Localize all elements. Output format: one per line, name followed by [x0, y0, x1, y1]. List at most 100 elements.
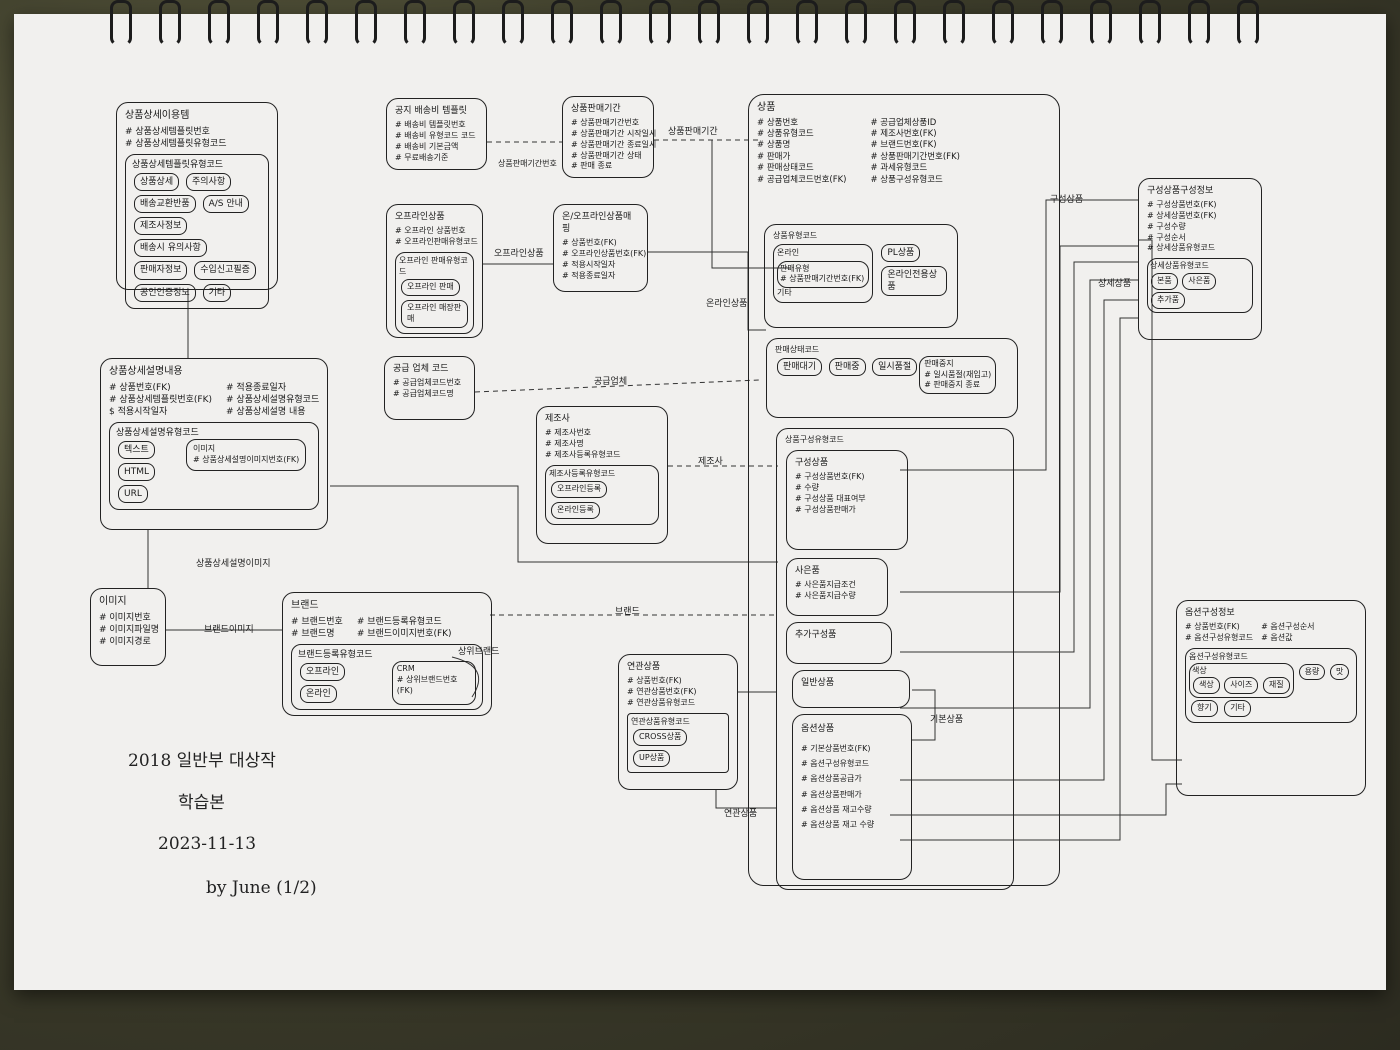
- attr: # 제조사번호(FK): [870, 128, 937, 139]
- attr: # 상위브랜드번호(FK): [396, 674, 458, 695]
- code-chip: 일시품절: [872, 357, 918, 376]
- spiral-ring: [649, 0, 671, 46]
- code-group-title: 제조사등록유형코드: [549, 468, 616, 478]
- entity-delivery-template: 공지 배송비 템플릿 # 배송비 템플릿번호 # 배송비 유형코드 코드 # 배…: [386, 98, 487, 170]
- attr: # 구성상품번호(FK): [795, 472, 865, 482]
- code-group-title: 판매상태코드: [775, 345, 820, 354]
- code-chip: 온라인등록: [551, 502, 600, 519]
- relation-label: 구성상품: [1050, 195, 1084, 205]
- attr: # 상품구성유형코드: [870, 174, 943, 185]
- attr: # 상품번호(FK): [109, 382, 171, 393]
- attr: # 상품상세설명 내용: [226, 406, 306, 417]
- attr: # 옵션구성순서: [1261, 622, 1315, 632]
- spiral-ring: [551, 0, 573, 46]
- attr: # 옵션상품 재고 수량: [801, 820, 875, 830]
- code-group: 연관상품유형코드 CROSS상품 UP상품: [627, 712, 729, 773]
- entity-title: 이미지: [99, 596, 127, 607]
- entity-offline-item: 오프라인상품 # 오프라인 상품번호 # 오프라인판매유형코드 오프라인 판매유…: [386, 204, 483, 338]
- relation-label: 공급업체: [594, 377, 628, 387]
- code-chip: 상품상세: [134, 172, 180, 192]
- product-type-code-group: 상품유형코드 온라인 판매유형 # 상품판매기간번호(FK) 기타 PL상품 온…: [764, 224, 958, 328]
- relation-label: 브랜드: [615, 607, 640, 617]
- spiral-ring: [453, 0, 475, 46]
- spiral-ring: [992, 0, 1014, 46]
- entity-offline-mapping: 온/오프라인상품매핑 # 상품번호(FK) # 오프라인상품번호(FK) # 적…: [553, 204, 648, 292]
- entity-title: 온/오프라인상품매핑: [562, 212, 632, 235]
- attr-columns: # 상품번호(FK) # 옵션구성유형코드 # 옵션구성순서 # 옵션값: [1185, 622, 1357, 644]
- attr: # 일시품절(재입고): [924, 369, 992, 379]
- code-chip: 오프라인 매장판매: [401, 300, 468, 328]
- code-chip: 배송시 유의사항: [134, 239, 207, 258]
- signature-line: 2018 일반부 대상작: [128, 751, 276, 771]
- subtype-title: 사은품: [795, 566, 820, 576]
- entity-title: 공급 업체 코드: [393, 364, 449, 374]
- attr: # 상품상세설명유형코드: [226, 394, 320, 405]
- attr: # 이미지경로: [99, 636, 151, 647]
- code-chip: PL상품: [881, 243, 921, 262]
- entity-title: 제조사: [545, 414, 570, 424]
- attr: # 과세유형코드: [870, 163, 928, 174]
- attr: # 옵션값: [1261, 632, 1293, 642]
- code-chip: 온라인전용상품: [881, 265, 947, 297]
- attr: # 상품상세템플릿번호: [125, 126, 210, 137]
- attr: # 이미지파일명: [99, 624, 160, 635]
- attr: # 적용종료일자: [226, 382, 287, 393]
- code-chip: 추가품: [1151, 291, 1186, 309]
- entity-title: 상품판매기간: [571, 104, 621, 114]
- spiral-ring: [698, 0, 720, 46]
- attr: # 상품판매기간번호(FK): [870, 151, 960, 162]
- attr: # 상품유형코드: [757, 128, 814, 139]
- attr-columns: # 상품번호 # 상품유형코드 # 상품명 # 판매가 # 판매상태코드 # 공…: [757, 118, 1051, 187]
- spiral-ring: [1237, 0, 1259, 46]
- code-chip: 기타: [1224, 700, 1252, 717]
- attr: # 무료배송기준: [395, 152, 449, 162]
- subtype-general: 일반상품: [792, 670, 910, 708]
- notebook-page: [14, 14, 1386, 990]
- attr: # 상품번호: [757, 117, 799, 128]
- entity-title: 상품상세이용템: [125, 110, 190, 121]
- attr: $ 적용시작일자: [109, 406, 168, 417]
- entity-item-desc-content: 상품상세설명내용 # 상품번호(FK) # 상품상세템플릿번호(FK) $ 적용…: [100, 358, 328, 530]
- spiral-ring: [943, 0, 965, 46]
- subtype-gift: 사은품 # 사은품지급조건 # 사은품지급수량: [786, 558, 888, 616]
- attr: # 기본상품번호(FK): [801, 744, 871, 754]
- entity-title: 오프라인상품: [395, 212, 445, 222]
- attr: # 공급업체상품ID: [870, 117, 937, 128]
- entity-item-sale-period: 상품판매기간 # 상품판매기간번호 # 상품판매기간 시작일시 # 상품판매기간…: [562, 96, 656, 178]
- spiral-ring: [306, 0, 328, 46]
- relation-label: 오프라인상품: [494, 249, 544, 259]
- entity-option-info: 옵션구성정보 # 상품번호(FK) # 옵션구성유형코드 # 옵션구성순서 # …: [1176, 600, 1366, 796]
- relation-label: 상품판매기간번호: [498, 159, 557, 168]
- code-group: 옵션구성유형코드 색상 색상 사이즈 재질 용량 맛 향기 기타: [1185, 647, 1357, 723]
- sale-type-title: 판매유형: [780, 263, 810, 273]
- rel-line-comp6: [900, 317, 1138, 841]
- subtype-component-item: 구성상품 # 구성상품번호(FK) # 수량 # 구성상품 대표여부 # 구성상…: [786, 450, 908, 550]
- rel-line-comp5: [900, 299, 1138, 781]
- stop-subgroup: 판매중지 # 일시품절(재입고) # 판매중지 종료: [919, 355, 997, 395]
- code-chip: A/S 안내: [202, 195, 249, 214]
- spiral-ring: [600, 0, 622, 46]
- attr: # 공급업체코드번호(FK): [757, 174, 847, 185]
- attr: # 상품명: [757, 140, 791, 151]
- spiral-ring: [1041, 0, 1063, 46]
- attr: # 공급업체코드명: [393, 388, 454, 398]
- spiral-ring: [1090, 0, 1112, 46]
- attr: # 옵션상품 재고수량: [801, 804, 872, 814]
- attr: # 판매중지 종료: [924, 380, 981, 390]
- sale-type-box: 판매유형 # 상품판매기간번호(FK): [777, 260, 870, 289]
- entity-related-item: 연관상품 # 상품번호(FK) # 연관상품번호(FK) # 연관상품유형코드 …: [618, 654, 738, 790]
- attr: # 브랜드명: [291, 628, 335, 639]
- crm-title: CRM: [396, 663, 415, 673]
- attr: # 옵션상품판매가: [801, 789, 862, 799]
- rel-line-comp3: [900, 261, 1138, 653]
- attr: # 상품번호(FK): [1185, 622, 1240, 632]
- crm-subgroup: CRM # 상위브랜드번호(FK): [391, 660, 476, 706]
- spiral-ring: [747, 0, 769, 46]
- relation-label: 브랜드이미지: [204, 625, 254, 635]
- rel-line-option: [890, 783, 1182, 816]
- spiral-ring: [796, 0, 818, 46]
- attr: # 상품번호(FK): [562, 238, 617, 248]
- relation-label: 상세상품: [1098, 279, 1132, 289]
- code-chip: 오프라인등록: [551, 481, 608, 499]
